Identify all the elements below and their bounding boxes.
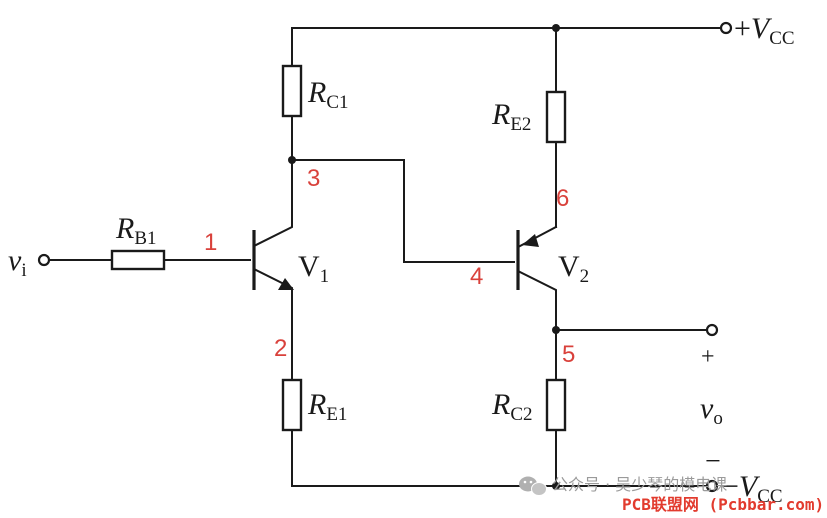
junction-top-left [552,24,560,32]
label-rc1: RC1 [307,76,349,113]
label-vi: vi [8,244,27,281]
wechat-icon [519,476,547,496]
watermark: 公众号 · 吴少琴的模电课 PCB联盟网 (Pcbbar.com) [519,475,824,514]
terminal-vo [705,323,719,337]
label-vcc-minus: −VCC [722,470,783,507]
arrow-v1-emitter-icon [278,278,294,290]
junction-node3 [288,156,296,164]
resistor-re2 [545,90,567,144]
label-output-minus: − [705,446,721,477]
junction-node5 [552,326,560,334]
label-v1: V1 [298,250,329,287]
label-rb1: RB1 [115,212,157,249]
resistor-rc2 [545,378,567,432]
watermark-site: PCB联盟网 (Pcbbar.com) [622,495,824,514]
terminal-vcc-plus [719,21,733,35]
wire-node3-to-v2-base [291,159,515,263]
wire-v2-collector [518,270,557,381]
node-label-4: 4 [470,263,483,290]
node-label-5: 5 [562,341,575,368]
label-re2: RE2 [491,98,531,135]
label-vcc-plus: +VCC [734,12,795,49]
node-label-2: 2 [274,335,287,362]
label-rc2: RC2 [491,388,533,425]
terminal-vcc-minus [705,479,719,493]
resistor-rb1 [110,249,166,271]
wire-v1-collector [254,159,293,247]
resistor-re1 [281,378,303,432]
arrow-v2-emitter-icon [522,234,539,247]
junction-bottom [552,482,560,490]
watermark-text: 公众号 · 吴少琴的模电课 [552,475,727,494]
label-output-plus: + [701,344,715,370]
label-v2: V2 [558,250,589,287]
label-re1: RE1 [307,388,347,425]
terminal-vi [37,253,51,267]
node-label-3: 3 [307,165,320,192]
label-vo: vo [700,392,723,429]
node-label-6: 6 [556,185,569,212]
node-label-1: 1 [204,229,217,256]
resistor-rc1 [281,64,303,118]
